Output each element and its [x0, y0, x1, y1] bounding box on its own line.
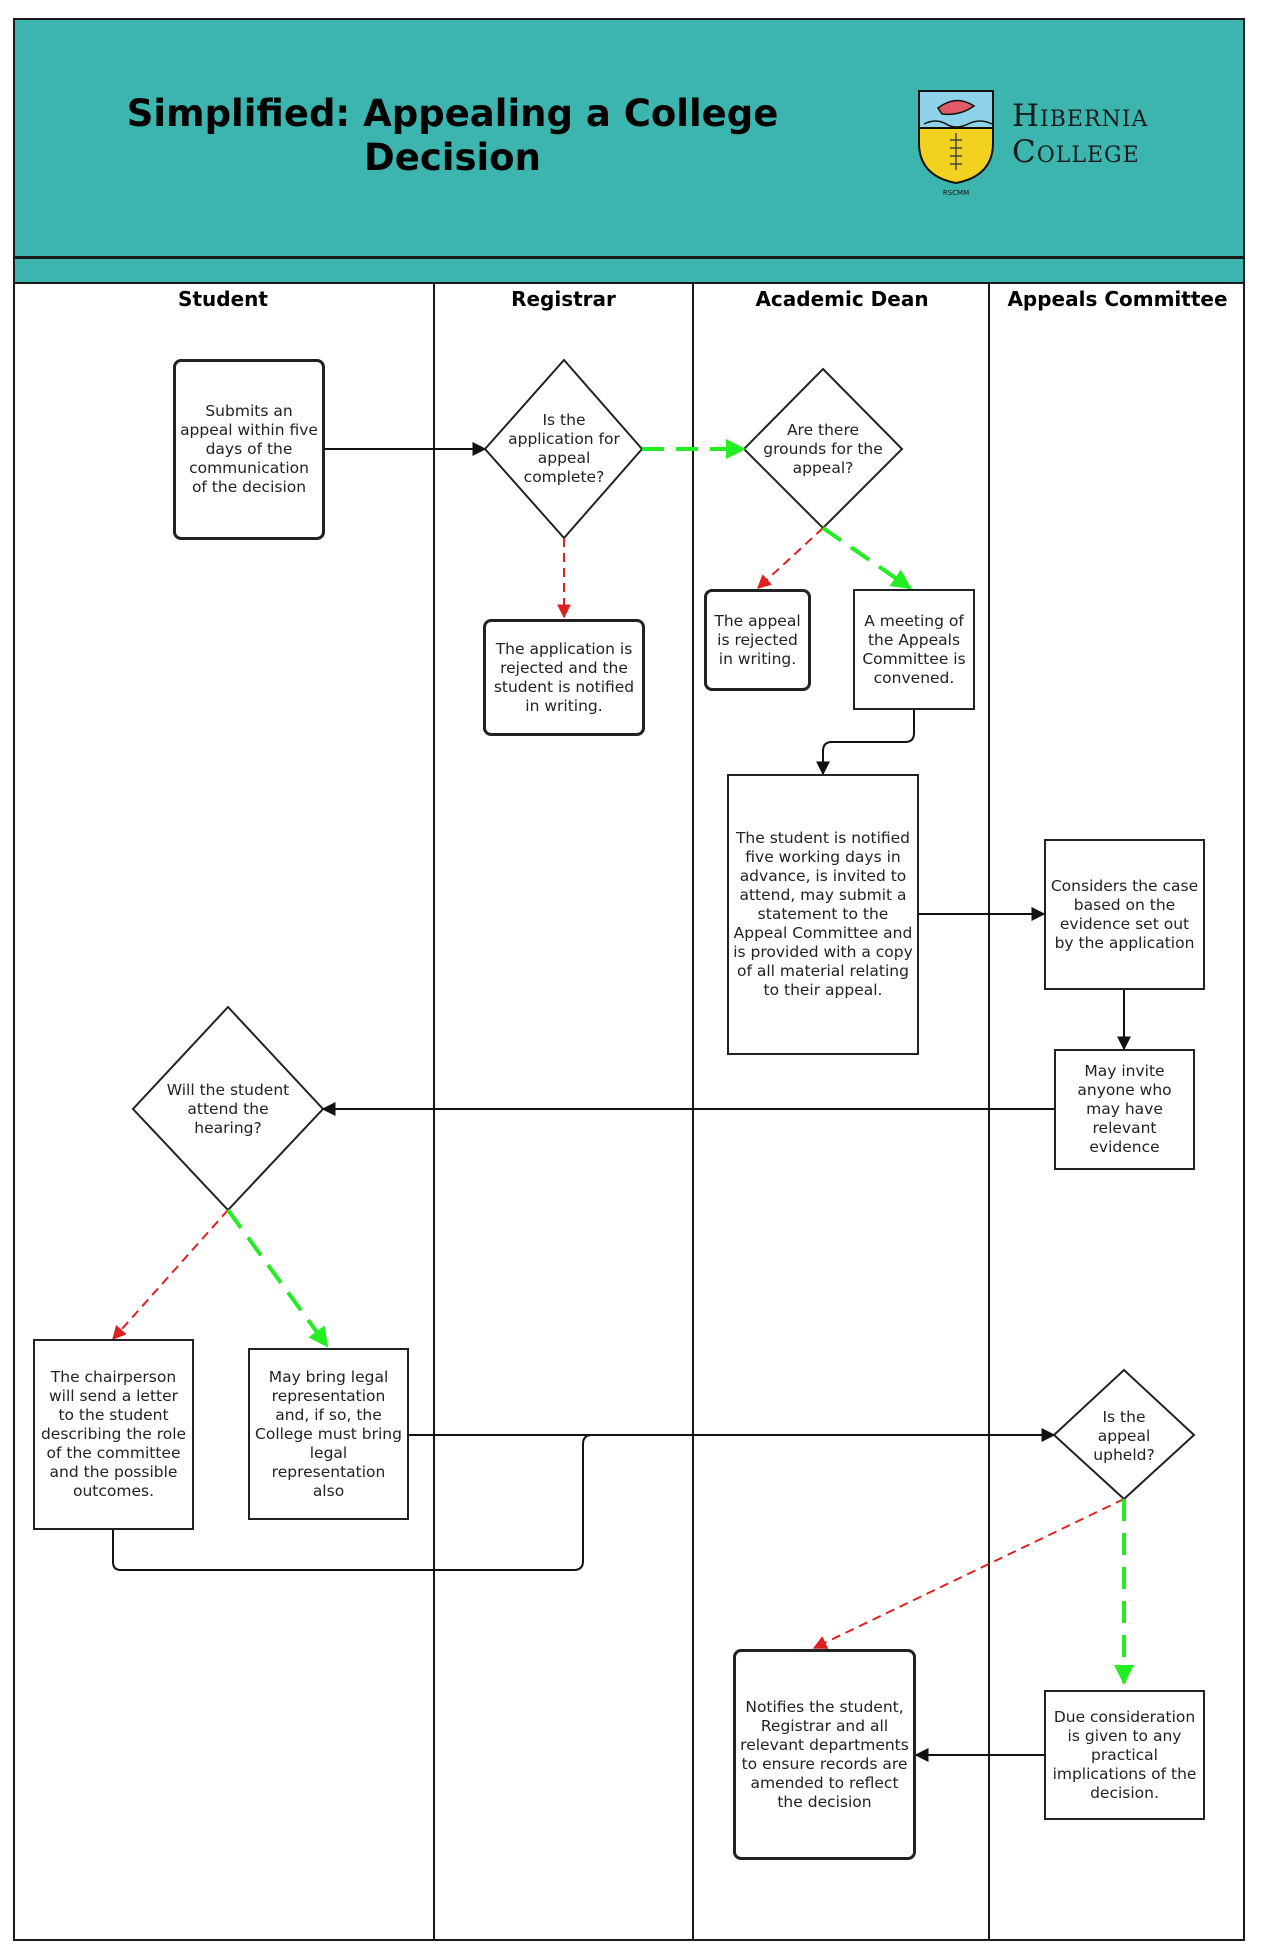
node-student-notified: The student is notified five working day… — [727, 774, 919, 1055]
node-notifies-departments: Notifies the student, Registrar and all … — [733, 1649, 916, 1860]
logo-motto: RSCMM — [943, 189, 969, 197]
yes-arrow-to-convened — [821, 526, 912, 590]
node-chairperson-letter: The chairperson will send a letter to th… — [33, 1339, 194, 1530]
node-appeal-rejected: The appeal is rejected in writing. — [704, 589, 811, 691]
node-legal-representation: May bring legal representation and, if s… — [248, 1348, 409, 1520]
decision-application-complete: Is the application for appeal complete? — [508, 411, 620, 486]
lane-divider-1 — [433, 284, 435, 1941]
yes-arrow-to-legal — [226, 1208, 329, 1348]
arrow-convened-to-notify — [816, 710, 915, 776]
lane-divider-3 — [988, 284, 990, 1941]
header-strip — [13, 258, 1245, 284]
lane-title-academic-dean: Academic Dean — [755, 287, 929, 311]
node-invite-evidence: May invite anyone who may have relevant … — [1054, 1049, 1195, 1170]
page-title: Simplified: Appealing a College Decision — [126, 92, 779, 179]
node-application-rejected: The application is rejected and the stud… — [483, 619, 645, 736]
node-due-consideration: Due consideration is given to any practi… — [1044, 1690, 1205, 1820]
node-committee-convened: A meeting of the Appeals Committee is co… — [853, 589, 975, 710]
college-crest-logo: RSCMM — [918, 90, 994, 197]
no-arrow-notifies — [812, 1498, 1125, 1649]
college-name: Hibernia College — [1012, 98, 1148, 170]
lane-title-student: Student — [178, 287, 268, 311]
lane-divider-2 — [692, 284, 694, 1941]
arrow-letter-to-upheld — [112, 1434, 593, 1571]
decision-grounds-for-appeal: Are there grounds for the appeal? — [763, 420, 883, 477]
node-submit-appeal: Submits an appeal within five days of th… — [173, 359, 325, 540]
no-arrow-chairperson-letter — [112, 1209, 229, 1341]
no-arrow-appeal-rejected — [756, 527, 824, 589]
decision-attend-hearing: Will the student attend the hearing? — [166, 1080, 290, 1137]
lane-title-appeals-committee: Appeals Committee — [1007, 287, 1228, 311]
college-name-line2: College — [1012, 134, 1140, 170]
lane-title-registrar: Registrar — [511, 287, 616, 311]
node-considers-case: Considers the case based on the evidence… — [1044, 839, 1205, 990]
decision-appeal-upheld: Is the appeal upheld? — [1093, 1407, 1155, 1464]
college-name-line1: Hibernia — [1012, 98, 1149, 134]
header-banner — [13, 18, 1245, 258]
